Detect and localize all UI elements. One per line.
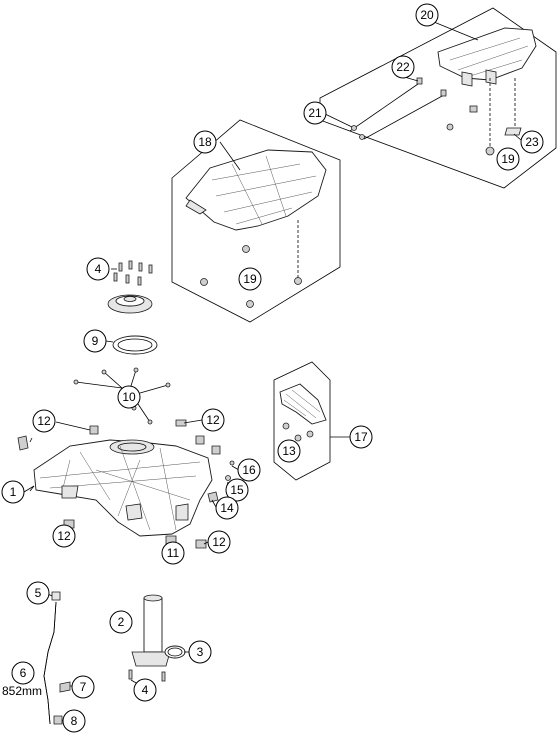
callout-2: 2 [109, 610, 133, 634]
rear-seat-bumper [485, 146, 495, 156]
breather-hose-group [43, 591, 76, 725]
svg-text:19: 19 [501, 152, 515, 166]
cap-screws [113, 260, 153, 286]
tank-fitting [211, 445, 221, 455]
svg-text:12: 12 [57, 529, 71, 543]
svg-text:1: 1 [10, 485, 17, 499]
callout-12-bottom-right: 12 [207, 530, 231, 554]
svg-text:16: 16 [242, 463, 256, 477]
svg-text:13: 13 [282, 444, 296, 458]
callouts: 20 22 21 23 19 18 19 4 [1, 3, 544, 733]
callout-10: 10 [117, 385, 141, 409]
callout-9: 9 [83, 329, 107, 353]
callout-18: 18 [193, 130, 217, 154]
svg-text:23: 23 [525, 135, 539, 149]
fuel-tank-filler-opening [109, 439, 155, 455]
fuel-pump-flange [279, 383, 327, 425]
callout-3: 3 [188, 640, 212, 664]
rear-seat-group [319, 7, 557, 189]
svg-text:7: 7 [80, 680, 87, 694]
svg-text:14: 14 [220, 501, 234, 515]
callout-14: 14 [215, 496, 239, 520]
rear-seat [437, 27, 537, 81]
svg-text:10: 10 [122, 390, 136, 404]
filler-tube-group [128, 594, 190, 685]
callout-7: 7 [71, 675, 95, 699]
fuel-pump-box-outline [273, 361, 331, 481]
svg-text:3: 3 [197, 645, 204, 659]
callout-20: 20 [415, 3, 439, 27]
callout-4-top: 4 [86, 257, 110, 281]
svg-text:12: 12 [37, 414, 51, 428]
filler-cap-group [105, 260, 158, 355]
svg-text:9: 9 [92, 334, 99, 348]
svg-text:12: 12 [206, 413, 220, 427]
tube-screw [161, 671, 166, 682]
svg-text:20: 20 [420, 8, 434, 22]
svg-text:21: 21 [308, 106, 322, 120]
svg-text:22: 22 [396, 60, 410, 74]
callout-22: 22 [391, 55, 415, 79]
tank-fitting [17, 435, 29, 451]
tank-fitting [195, 539, 207, 549]
rear-seat-clip [440, 89, 447, 97]
callout-1: 1 [1, 480, 25, 504]
callout-21: 21 [303, 101, 327, 125]
hose-fitting [59, 681, 71, 693]
front-seat-bumper [200, 278, 208, 286]
callout-12-bottom-left: 12 [52, 524, 76, 548]
callout-19-rear: 19 [496, 147, 520, 171]
front-seat [185, 149, 327, 231]
front-seat-box-outline [171, 119, 341, 323]
rear-seat-bolt [351, 125, 357, 131]
tube-screw [128, 669, 133, 680]
rear-seat-clip [469, 105, 478, 113]
rear-seat-bolt [359, 134, 365, 140]
callout-6: 6 [11, 661, 35, 685]
svg-text:2: 2 [118, 615, 125, 629]
callout-17: 17 [349, 425, 373, 449]
hose-fitting [53, 715, 63, 725]
svg-text:8: 8 [71, 714, 78, 728]
tank-fitting [89, 425, 99, 435]
hose-length-label: 852mm [2, 684, 42, 698]
front-seat-bumper [294, 277, 302, 285]
callout-8: 8 [62, 709, 86, 733]
front-seat-bumper [246, 300, 254, 308]
rear-seat-bracket [504, 127, 522, 136]
svg-text:6: 6 [20, 666, 27, 680]
svg-text:15: 15 [230, 483, 244, 497]
svg-text:19: 19 [243, 272, 257, 286]
svg-text:5: 5 [35, 586, 42, 600]
callout-11: 11 [161, 541, 185, 565]
filler-tube [143, 597, 163, 653]
callout-12-left: 12 [32, 409, 56, 433]
callout-15: 15 [225, 478, 249, 502]
cable-ties [73, 367, 171, 425]
svg-text:17: 17 [354, 430, 368, 444]
svg-text:4: 4 [95, 262, 102, 276]
front-seat-group [171, 119, 341, 323]
svg-text:11: 11 [167, 546, 180, 560]
svg-text:18: 18 [198, 135, 212, 149]
svg-text:4: 4 [142, 683, 149, 697]
hose-clamp [51, 591, 61, 601]
callout-19-front: 19 [238, 267, 262, 291]
callout-12-right: 12 [201, 408, 225, 432]
rear-seat-nut [446, 123, 454, 131]
svg-text:12: 12 [212, 535, 226, 549]
callout-13: 13 [277, 439, 301, 463]
callout-4-bottom: 4 [133, 678, 157, 702]
callout-5: 5 [26, 581, 50, 605]
tank-fitting [175, 419, 187, 427]
tank-fitting [195, 435, 205, 445]
fuel-pump-group [273, 361, 350, 481]
callout-23: 23 [520, 130, 544, 154]
front-seat-bumper [242, 245, 250, 253]
fuel-tank [17, 419, 235, 549]
callout-16: 16 [237, 458, 261, 482]
